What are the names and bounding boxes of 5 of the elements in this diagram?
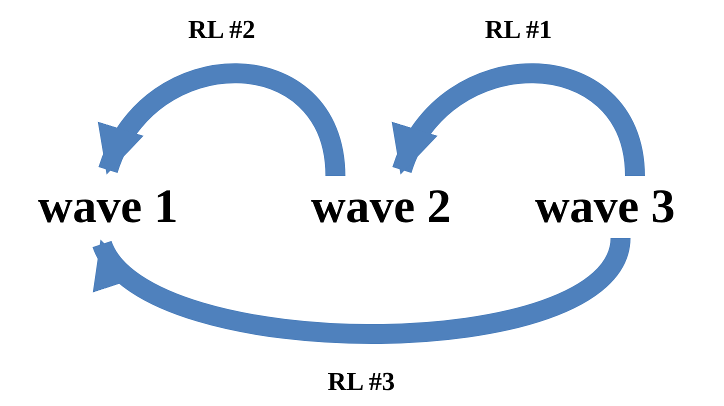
curved-arrow [98,63,346,178]
curved-arrow [392,63,645,178]
wave-label: wave 3 [494,176,716,238]
wave-label: wave 2 [286,176,476,238]
wave-label: wave 1 [8,176,208,238]
